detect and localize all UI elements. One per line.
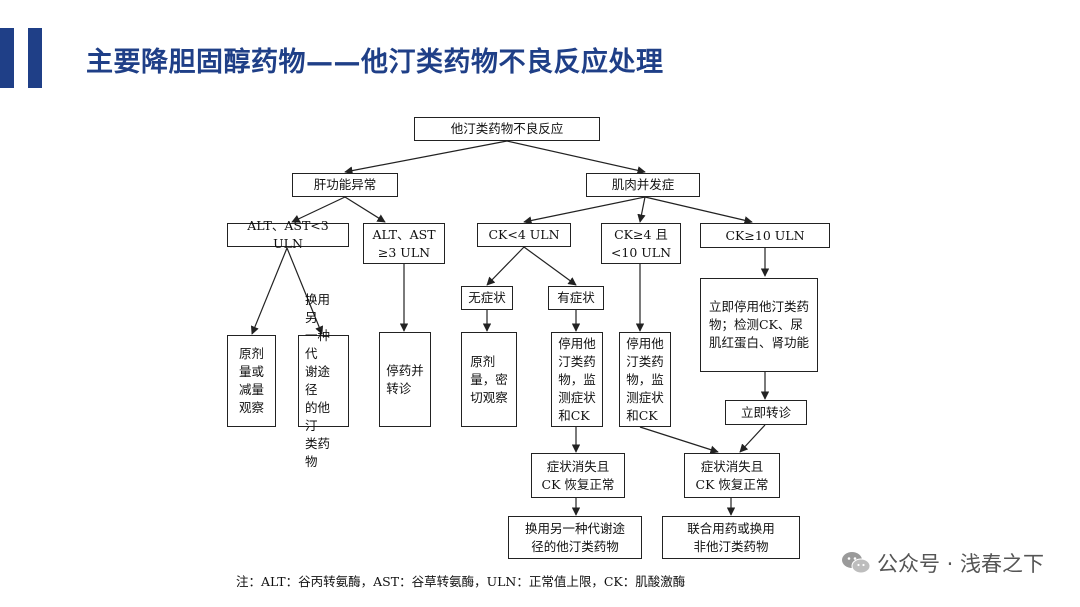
arrow-muscle-ckmid: [637, 196, 646, 223]
arrow-midaction-recovery: [639, 426, 719, 454]
node-root: 他汀类药物不良反应: [414, 117, 600, 141]
footnote: 注：ALT：谷丙转氨酶，AST：谷草转氨酶，ULN：正常值上限，CK：肌酸激酶: [236, 574, 686, 589]
arrow-root-liver: [344, 140, 508, 175]
node-ck-mid: CK≥4 且 <10 ULN: [601, 223, 681, 264]
node-liver-action-1: 原剂 量或 减量 观察: [227, 335, 276, 427]
arrow-liver-low: [291, 196, 346, 223]
node-liver-low: ALT、AST<3 ULN: [227, 218, 349, 251]
arrow-cklow-nosymptom: [486, 246, 525, 286]
node-liver-action-high: 停药并 转诊: [379, 332, 431, 427]
node-ck-high: CK≥10 ULN: [700, 223, 830, 248]
node-no-symptom-action: 原剂 量，密 切观察: [461, 332, 517, 427]
arrow-low-action1: [250, 247, 288, 335]
node-no-symptom: 无症状: [461, 286, 513, 310]
node-referral: 立即转诊: [725, 400, 807, 425]
node-recovery-left: 症状消失且 CK 恢复正常: [531, 453, 625, 498]
arrow-liver-high: [344, 196, 386, 223]
node-liver-high: ALT、AST ≥3 ULN: [363, 223, 445, 264]
watermark-text: 公众号 · 浅春之下: [876, 552, 1044, 576]
wechat-icon: [841, 552, 871, 574]
watermark: 公众号 · 浅春之下: [841, 548, 1044, 578]
node-liver: 肝功能异常: [292, 173, 398, 197]
title-accent-bar-left: [0, 28, 14, 88]
node-symptom: 有症状: [548, 286, 604, 310]
node-recovery-right: 症状消失且 CK 恢复正常: [684, 453, 780, 498]
arrow-muscle-cklow: [523, 196, 646, 225]
page-title: 主要降胆固醇药物——他汀类药物不良反应处理: [86, 47, 664, 78]
node-outcome-left: 换用另一种代谢途 径的他汀类药物: [508, 516, 642, 559]
node-muscle: 肌肉并发症: [586, 173, 700, 197]
arrow-referral-recovery: [739, 424, 766, 453]
node-liver-action-2: 换用另 一种代 谢途径 的他汀 类药物: [298, 292, 349, 469]
arrow-low-action2: [286, 247, 324, 335]
node-symptom-action: 停用他 汀类药 物，监 测症状 和CK: [551, 332, 603, 427]
node-ck-low: CK<4 ULN: [477, 223, 571, 247]
node-ck-mid-action: 停用他 汀类药 物，监 测症状 和CK: [619, 332, 671, 427]
node-outcome-right: 联合用药或换用 非他汀类药物: [662, 516, 800, 559]
node-ck-high-action: 立即停用他汀类药 物；检测CK、尿 肌红蛋白、肾功能: [700, 278, 818, 372]
title-accent-bar-right: [28, 28, 42, 88]
arrow-muscle-ckhigh: [644, 196, 753, 225]
arrow-root-muscle: [506, 140, 646, 175]
arrow-cklow-symptom: [523, 246, 577, 286]
